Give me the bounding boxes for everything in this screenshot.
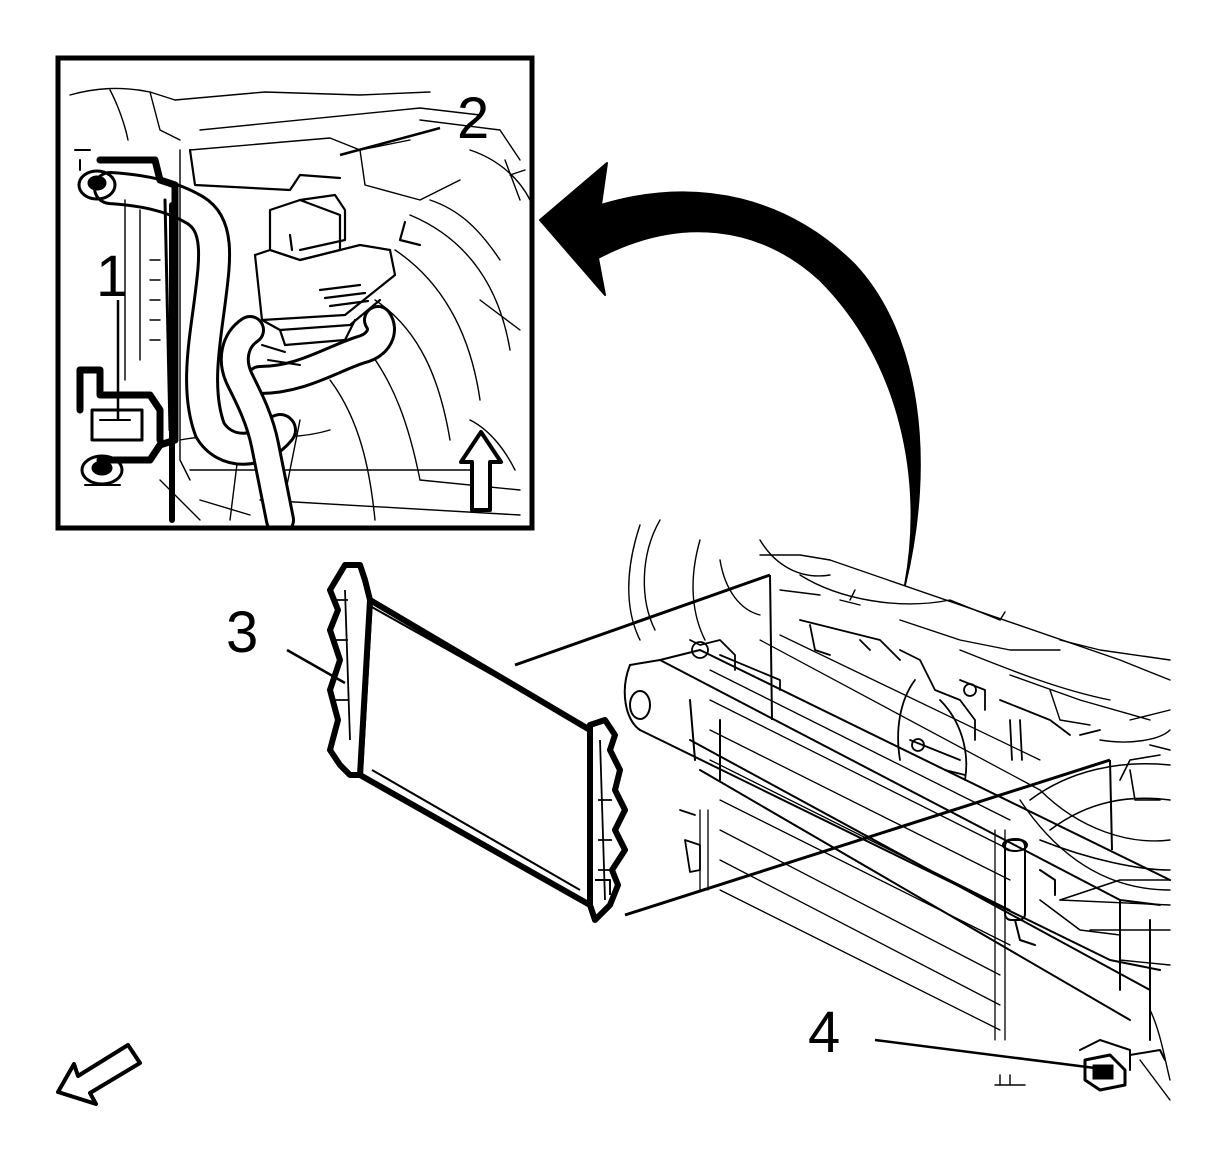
- inset-upper-isolator: [74, 149, 117, 201]
- inset-frame: [55, 55, 535, 531]
- radiator-right-tank: [587, 717, 628, 923]
- radiator: [327, 562, 628, 923]
- vehicle-right-post: [1002, 838, 1056, 946]
- front-direction-arrow-icon: [56, 1043, 142, 1106]
- alignment-lines: [514, 573, 1113, 917]
- leader-line-4: [874, 1038, 1096, 1070]
- callout-3: 3: [226, 600, 258, 665]
- callout-4: 4: [808, 1000, 840, 1065]
- radiator-left-tank: [327, 562, 373, 778]
- leader-line-2: [339, 126, 441, 157]
- vehicle-left-bracket: [679, 809, 701, 873]
- up-arrow-icon: [459, 430, 503, 512]
- radiator-core: [357, 597, 593, 908]
- vehicle-lower-bracket: [1083, 1049, 1166, 1092]
- curved-arrow-icon: [539, 162, 921, 586]
- callout-2: 2: [457, 86, 489, 151]
- detail-inset: 1 2: [55, 55, 535, 531]
- callout-1: 1: [96, 244, 128, 309]
- inset-body-outlines: [69, 87, 531, 521]
- vehicle-fan-shroud: [1029, 744, 1171, 936]
- leader-line-3: [286, 648, 346, 685]
- inset-radiator-tank: [96, 149, 191, 523]
- inset-lower-bracket: [76, 366, 164, 486]
- vehicle-body-outlines: [628, 519, 1171, 1101]
- vehicle-front-structure: [623, 519, 1171, 1101]
- inset-duct-bracket: [188, 148, 422, 347]
- vehicle-tie-bar: [689, 619, 1101, 781]
